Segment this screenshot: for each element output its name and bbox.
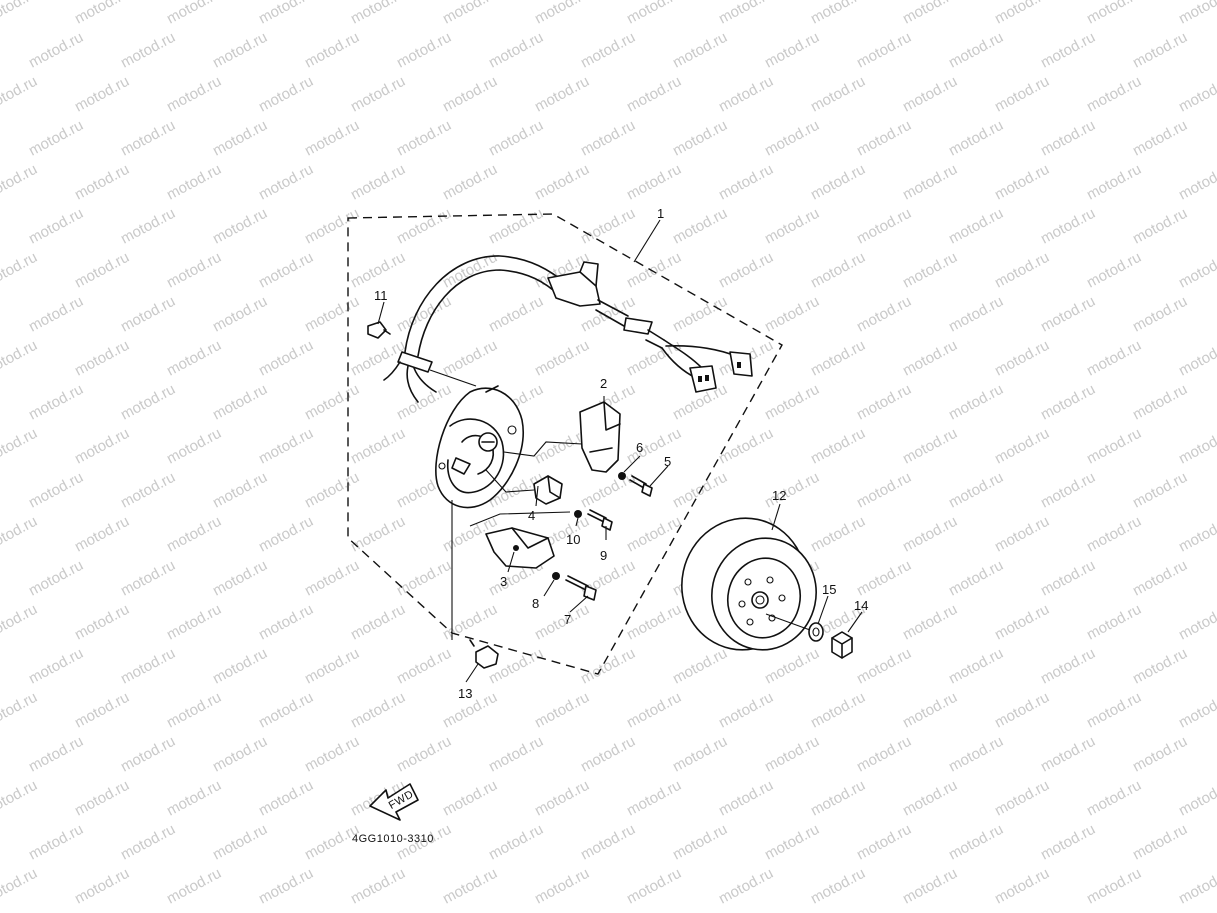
callout-4: 4: [528, 508, 535, 523]
lighting-coil-part: [485, 527, 555, 569]
callout-3: 3: [500, 574, 507, 589]
callout-9: 9: [600, 548, 607, 563]
callout-11: 11: [374, 288, 388, 303]
callout-10: 10: [566, 532, 580, 547]
callout-13: 13: [458, 686, 472, 701]
callout-2: 2: [600, 376, 607, 391]
callout-1: 1: [657, 206, 664, 221]
assembly-boundary: [347, 213, 783, 675]
callout-14: 14: [854, 598, 868, 613]
callout-15: 15: [822, 582, 836, 597]
charge-coil-part: [533, 475, 563, 505]
stator-plate: [435, 385, 524, 509]
fasteners: [367, 321, 653, 669]
wire-harness: [383, 255, 753, 403]
rotor-nut-washer: [808, 622, 853, 659]
callout-6: 6: [636, 440, 643, 455]
callout-8: 8: [532, 596, 539, 611]
rotor-flywheel: [681, 517, 817, 651]
callout-5: 5: [664, 454, 671, 469]
pickup-coil-part: [579, 401, 621, 473]
callout-7: 7: [564, 612, 571, 627]
leader-lines: [377, 219, 863, 683]
callout-12: 12: [772, 488, 786, 503]
fwd-arrow-icon: FWD: [369, 783, 419, 821]
diagram-code: 4GG1010-3310: [352, 833, 434, 845]
